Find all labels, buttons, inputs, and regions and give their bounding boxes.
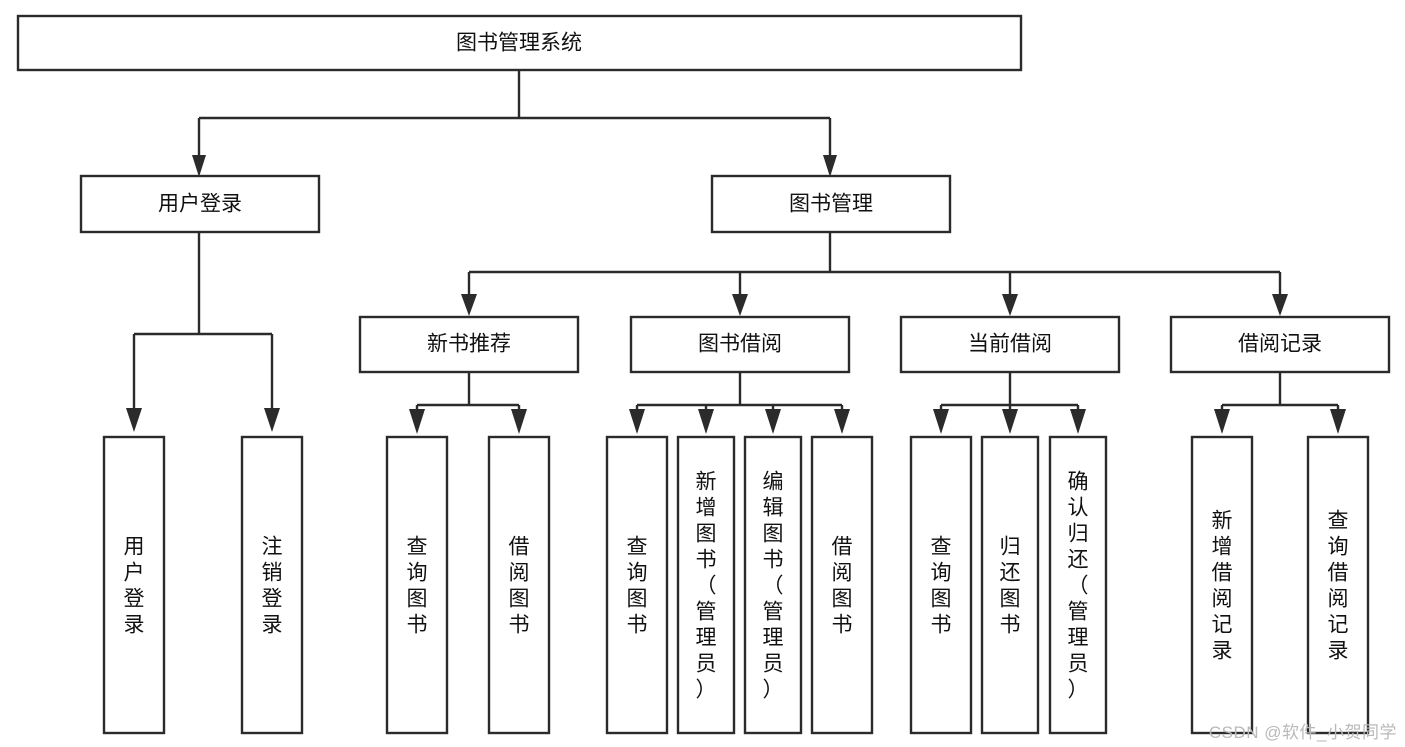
node-borrow-record-label: 借阅记录 <box>1238 333 1322 356</box>
node-current-borrow-box[interactable] <box>899 315 1121 374</box>
node-new-book-rec-label: 新书推荐 <box>427 333 511 356</box>
connector-group-new-book-rec <box>409 372 527 434</box>
connector-group-current-borrow <box>933 372 1086 434</box>
node-root-box[interactable] <box>16 14 1023 72</box>
node-leaf-confirm-return[interactable]: 确认归还（管理员） <box>1048 435 1108 735</box>
node-leaf-edit-book-box[interactable] <box>743 435 803 735</box>
arrow-head-leaf-add-record <box>1214 409 1230 434</box>
node-leaf-return-book-label: 归还图书 <box>1000 535 1021 636</box>
arrow-head-leaf-query-book-3 <box>933 409 949 434</box>
node-borrow-record[interactable]: 借阅记录 <box>1169 315 1391 374</box>
arrow-head-leaf-logout-login <box>264 408 280 432</box>
node-leaf-logout-login-label: 注销登录 <box>262 535 283 636</box>
node-borrow-record-box[interactable] <box>1169 315 1391 374</box>
node-user-login[interactable]: 用户登录 <box>79 174 321 234</box>
node-new-book-rec-box[interactable] <box>358 315 580 374</box>
node-user-login-label: 用户登录 <box>158 193 242 216</box>
node-leaf-query-book-3-label: 查询图书 <box>931 535 952 636</box>
node-leaf-borrow-book-2[interactable]: 借阅图书 <box>810 435 874 735</box>
node-leaf-query-book-2-label: 查询图书 <box>627 535 648 636</box>
arrow-head-leaf-user-login <box>126 408 142 432</box>
node-new-book-rec[interactable]: 新书推荐 <box>358 315 580 374</box>
node-current-borrow[interactable]: 当前借阅 <box>899 315 1121 374</box>
node-leaf-add-book-box[interactable] <box>676 435 736 735</box>
arrow-head-book-manage <box>823 155 837 177</box>
node-leaf-user-login-label: 用户登录 <box>124 535 145 636</box>
node-leaf-query-record-label: 查询借阅记录 <box>1328 509 1349 662</box>
node-leaf-add-book-label: 新增图书（管理员） <box>696 470 717 701</box>
arrow-head-leaf-borrow-book-2 <box>834 409 850 434</box>
node-leaf-query-book-2-box[interactable] <box>605 435 669 735</box>
node-book-manage[interactable]: 图书管理 <box>710 174 952 234</box>
node-leaf-query-book-3[interactable]: 查询图书 <box>909 435 973 735</box>
node-leaf-add-book[interactable]: 新增图书（管理员） <box>676 435 736 735</box>
node-book-borrow-label: 图书借阅 <box>698 333 782 356</box>
node-leaf-user-login-box[interactable] <box>102 435 166 735</box>
node-leaf-logout-login-box[interactable] <box>240 435 304 735</box>
node-root[interactable]: 图书管理系统 <box>16 14 1023 72</box>
node-leaf-query-record[interactable]: 查询借阅记录 <box>1306 435 1370 735</box>
connector-group-root <box>192 70 837 177</box>
csdn-watermark: CSDN @软件_小贺同学 <box>1208 723 1397 742</box>
node-leaf-query-book-1[interactable]: 查询图书 <box>385 435 449 735</box>
node-leaf-query-book-2[interactable]: 查询图书 <box>605 435 669 735</box>
node-leaf-edit-book-label: 编辑图书（管理员） <box>763 470 784 701</box>
arrow-head-borrow-record <box>1272 294 1288 316</box>
node-leaf-edit-book[interactable]: 编辑图书（管理员） <box>743 435 803 735</box>
node-leaf-borrow-book-1[interactable]: 借阅图书 <box>487 435 551 735</box>
node-leaf-add-record[interactable]: 新增借阅记录 <box>1190 435 1254 735</box>
node-leaf-query-book-1-label: 查询图书 <box>407 535 428 636</box>
arrow-head-current-borrow <box>1002 294 1018 316</box>
node-leaf-query-book-3-box[interactable] <box>909 435 973 735</box>
node-current-borrow-label: 当前借阅 <box>968 333 1052 356</box>
node-leaf-add-record-box[interactable] <box>1190 435 1254 735</box>
node-leaf-user-login[interactable]: 用户登录 <box>102 435 166 735</box>
node-user-login-box[interactable] <box>79 174 321 234</box>
node-leaf-borrow-book-2-box[interactable] <box>810 435 874 735</box>
arrow-head-leaf-query-book-2 <box>629 409 645 434</box>
node-leaf-return-book-box[interactable] <box>980 435 1040 735</box>
node-leaf-logout-login[interactable]: 注销登录 <box>240 435 304 735</box>
arrow-head-leaf-query-record <box>1330 409 1346 434</box>
arrow-head-book-borrow <box>732 294 748 316</box>
node-leaf-confirm-return-box[interactable] <box>1048 435 1108 735</box>
arrow-head-leaf-borrow-book-1 <box>511 409 527 434</box>
node-leaf-add-record-label: 新增借阅记录 <box>1212 509 1233 662</box>
node-book-borrow[interactable]: 图书借阅 <box>629 315 851 374</box>
node-leaf-query-book-1-box[interactable] <box>385 435 449 735</box>
node-leaf-borrow-book-2-label: 借阅图书 <box>832 535 853 636</box>
connector-group-borrow-record <box>1214 372 1346 434</box>
node-root-label: 图书管理系统 <box>456 32 582 55</box>
arrow-head-leaf-add-book <box>698 409 714 434</box>
node-book-manage-label: 图书管理 <box>789 193 873 216</box>
node-leaf-query-record-box[interactable] <box>1306 435 1370 735</box>
arrow-head-leaf-confirm-return <box>1070 409 1086 434</box>
arrow-head-leaf-query-book-1 <box>409 409 425 434</box>
node-book-borrow-box[interactable] <box>629 315 851 374</box>
node-leaf-borrow-book-1-box[interactable] <box>487 435 551 735</box>
arrow-head-new-book-rec <box>461 294 477 316</box>
connector-group-user-login <box>126 232 280 432</box>
node-leaf-return-book[interactable]: 归还图书 <box>980 435 1040 735</box>
arrow-head-leaf-edit-book <box>765 409 781 434</box>
node-leaf-confirm-return-label: 确认归还（管理员） <box>1068 470 1089 701</box>
node-leaf-borrow-book-1-label: 借阅图书 <box>509 535 530 636</box>
connector-group-book-borrow <box>629 372 850 434</box>
arrow-head-leaf-return-book <box>1002 409 1018 434</box>
node-book-manage-box[interactable] <box>710 174 952 234</box>
arrow-head-user-login <box>192 155 206 177</box>
connector-group-book-manage <box>461 232 1288 316</box>
